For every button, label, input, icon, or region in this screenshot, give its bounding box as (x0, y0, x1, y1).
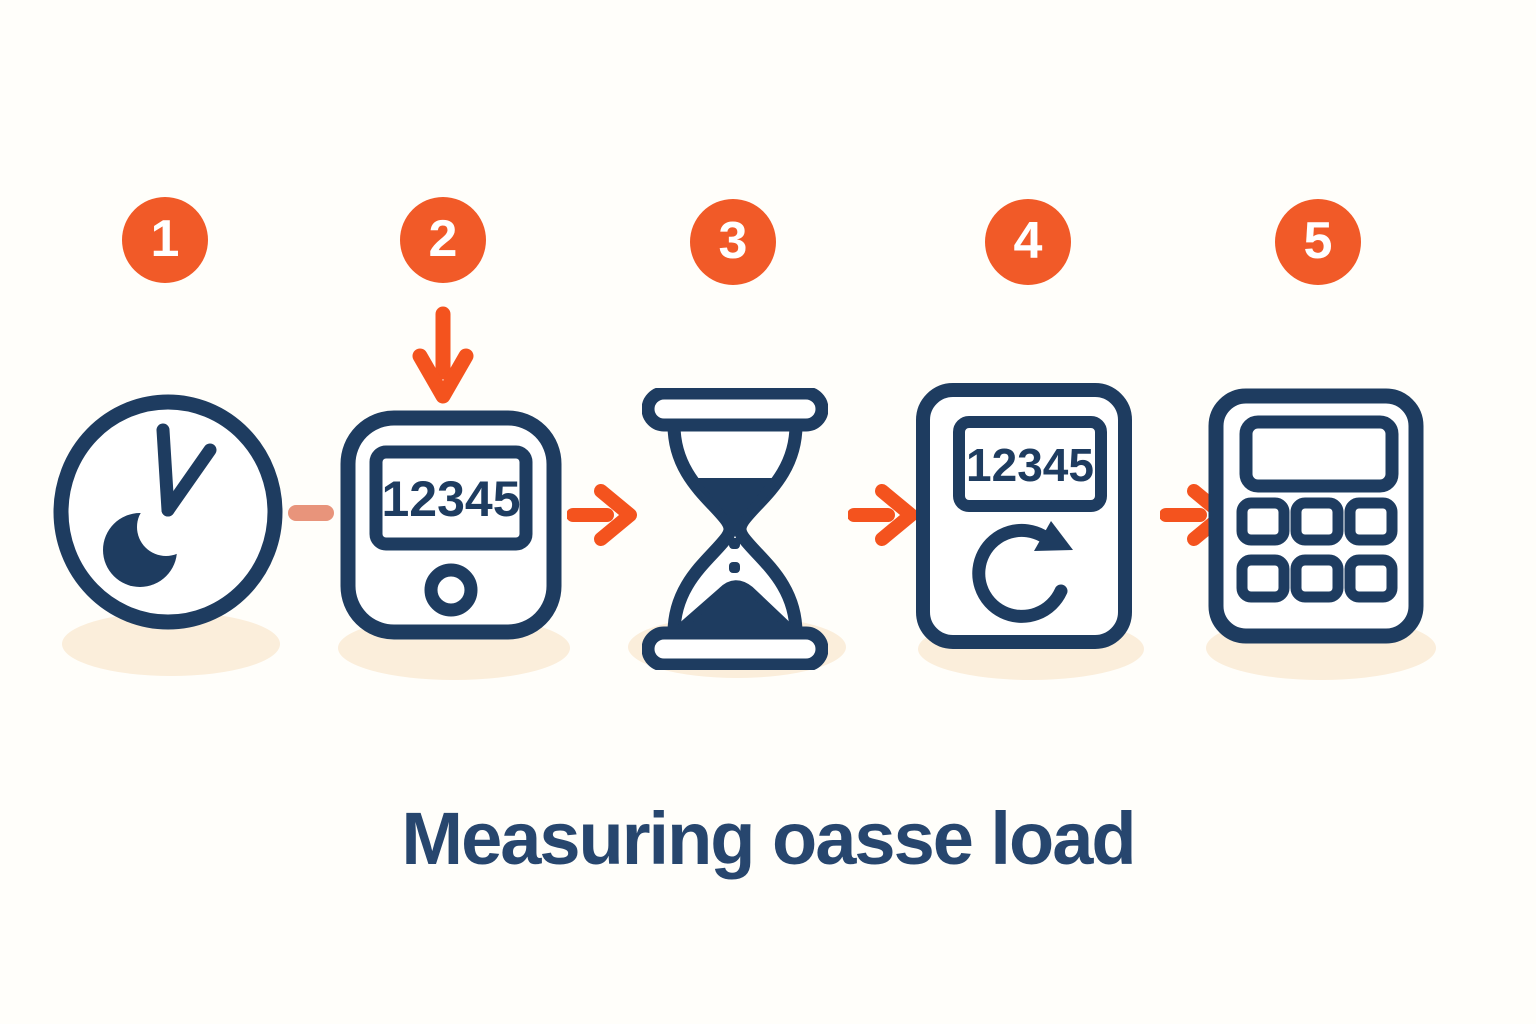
moon-icon (103, 498, 195, 587)
meter-reading: 12345 (381, 471, 520, 527)
meter-screen (953, 416, 1107, 512)
step-number: 4 (1013, 212, 1043, 270)
arrow-down-icon (412, 306, 474, 404)
step-number: 1 (150, 210, 180, 268)
hourglass-icon (642, 388, 828, 670)
meter-button (424, 563, 478, 617)
hourglass-sand-bottom (678, 580, 792, 630)
connector-dash (288, 505, 334, 521)
clock-moon-icon (53, 394, 283, 630)
step-number: 2 (428, 210, 458, 268)
step-badge-5: 5 (1275, 199, 1361, 285)
calculator-keys (1236, 497, 1398, 603)
meter-reading: 12345 (966, 439, 1094, 491)
hourglass-bottom-bar (642, 626, 828, 670)
meter-display-icon: 12345 (340, 410, 562, 640)
arrow-right-icon (848, 484, 918, 546)
hourglass-top-bar (642, 388, 828, 432)
diagram-title: Measuring oasse load (401, 797, 1136, 880)
calculator-screen (1239, 415, 1399, 493)
meter-refresh-icon: 12345 (916, 383, 1132, 649)
step-number: 3 (718, 212, 748, 270)
calculator-icon (1208, 388, 1424, 644)
step-badge-3: 3 (690, 199, 776, 285)
step-number: 5 (1303, 212, 1333, 270)
step-badge-2: 2 (400, 197, 486, 283)
step-badge-1: 1 (122, 197, 208, 283)
arrow-right-icon (567, 484, 637, 546)
clock-hands (156, 423, 217, 517)
hourglass-sand-top (691, 478, 777, 528)
meter-screen (369, 445, 533, 551)
step-badge-4: 4 (985, 199, 1071, 285)
sand-drop (729, 538, 740, 549)
sand-drop (729, 562, 740, 573)
refresh-icon (972, 521, 1073, 623)
